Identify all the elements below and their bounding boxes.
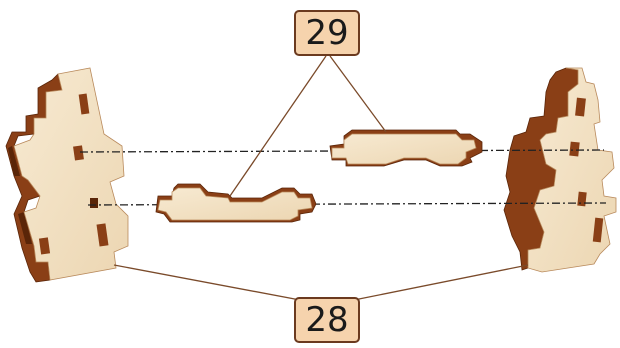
part-callout-29: 29 [294, 10, 360, 56]
right-panel-face [527, 67, 617, 273]
leader-lines [113, 55, 529, 301]
upper-connector-piece [329, 129, 483, 167]
leader-29-to-upper-connector [329, 55, 387, 133]
left-panel-slot [78, 93, 90, 115]
left-panel-slot [90, 198, 98, 208]
right-side-panel [503, 67, 617, 273]
part-callout-28: 28 [294, 297, 360, 343]
right-panel-slot [575, 97, 586, 117]
leader-28-to-right-panel [353, 264, 529, 301]
right-panel-slot [577, 191, 587, 207]
left-panel-edge-dark [8, 146, 32, 244]
lower-connector-piece [155, 183, 317, 223]
left-panel-slot [73, 145, 84, 161]
lower-connector-face [157, 187, 313, 221]
left-side-panel [5, 67, 129, 283]
left-panel-slot [38, 237, 51, 255]
right-panel-slot [569, 141, 580, 157]
left-panel-slot [96, 223, 109, 247]
upper-connector-face [331, 133, 477, 165]
leader-29-to-lower-connector [229, 55, 327, 197]
right-panel-slot [592, 217, 604, 243]
leader-28-to-left-panel [113, 264, 301, 301]
